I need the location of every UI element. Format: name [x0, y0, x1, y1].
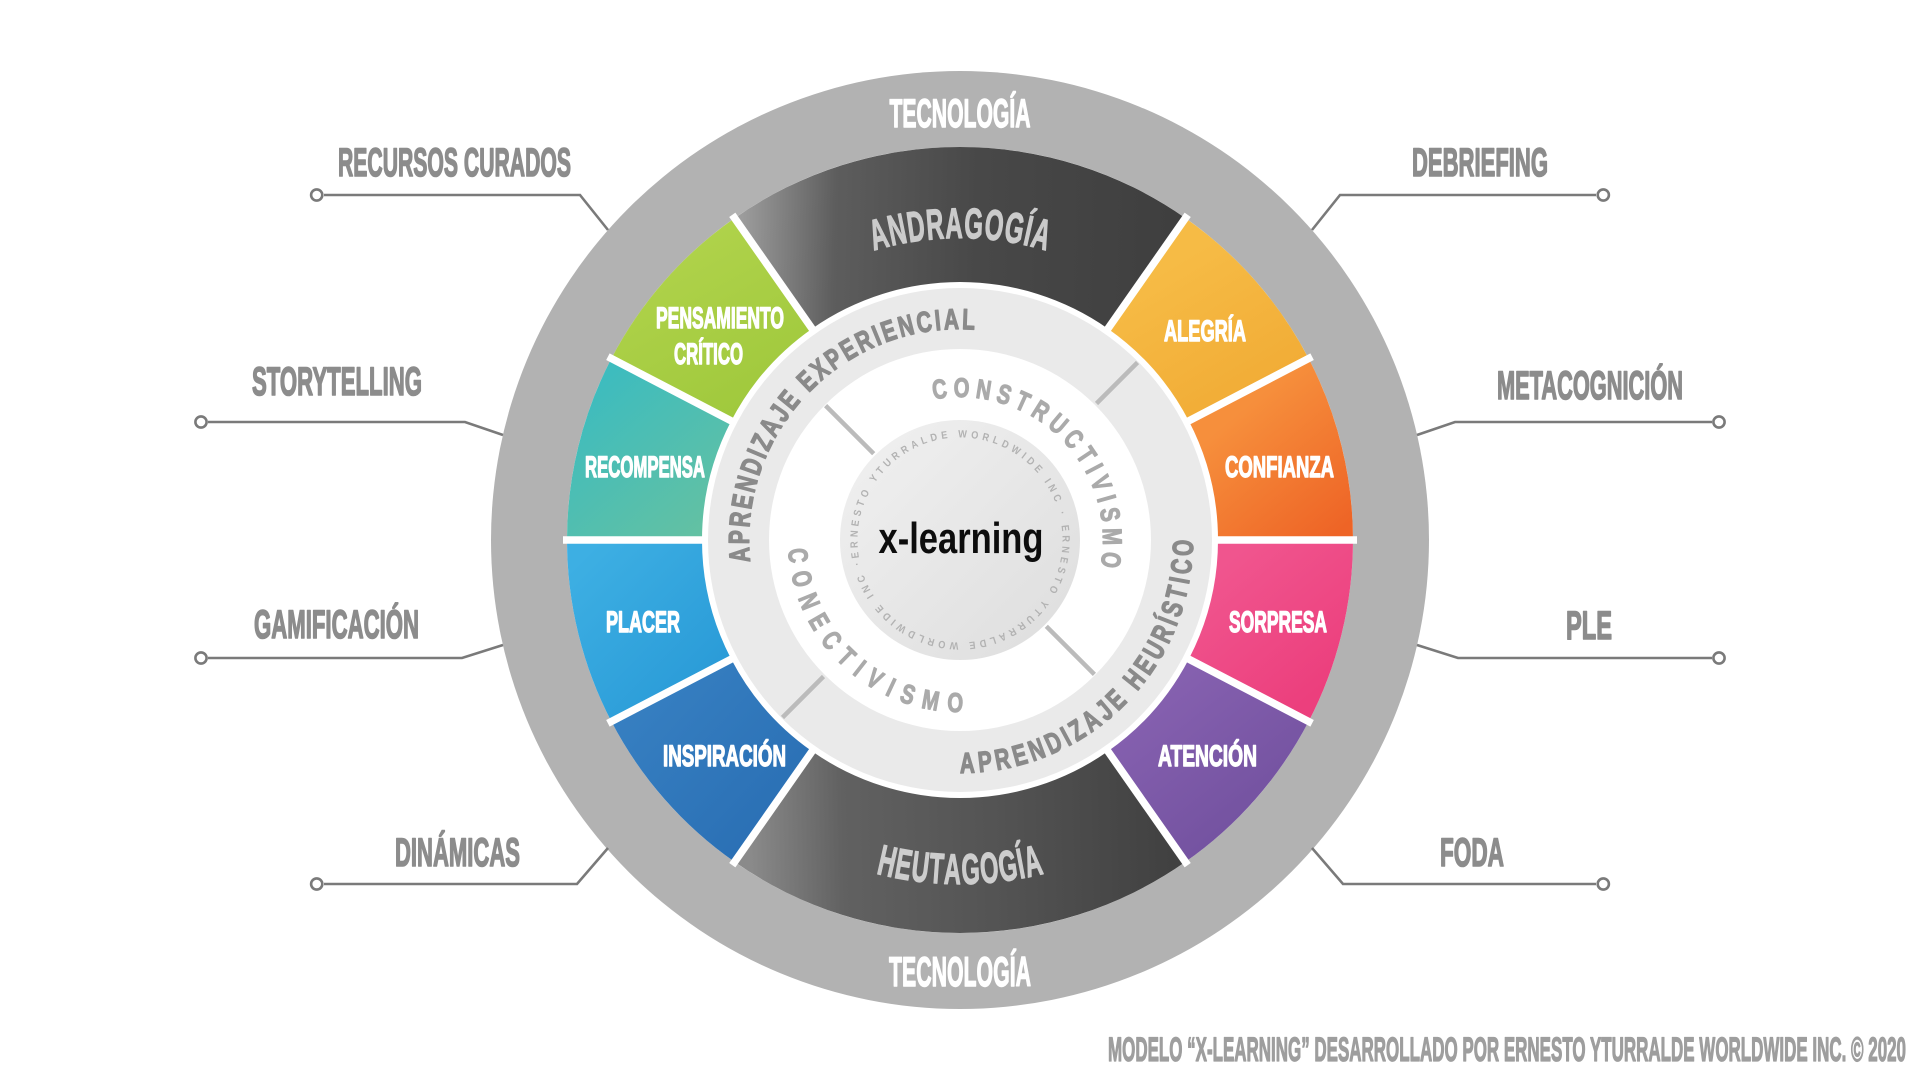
svg-text:O: O [785, 568, 818, 591]
svg-text:R: R [1059, 535, 1071, 542]
svg-text:DINÁMICAS: DINÁMICAS [395, 830, 520, 875]
svg-text:L: L [917, 631, 927, 644]
svg-text:S: S [1093, 505, 1125, 523]
svg-text:N: N [1059, 546, 1071, 554]
svg-text:C: C [781, 547, 813, 564]
svg-text:CRÍTICO: CRÍTICO [674, 337, 743, 371]
svg-text:O: O [954, 373, 970, 404]
svg-text:D: D [1000, 438, 1011, 451]
svg-text:T: T [855, 499, 868, 508]
svg-text:D: D [906, 627, 917, 640]
svg-text:R: R [924, 200, 945, 249]
svg-text:G: G [961, 846, 981, 894]
svg-text:E: E [1058, 524, 1070, 532]
svg-text:RECOMPENSA: RECOMPENSA [585, 451, 705, 484]
svg-text:INSPIRACIÓN: INSPIRACIÓN [663, 739, 786, 773]
svg-text:P: P [724, 530, 756, 544]
svg-text:PENSAMIENTO: PENSAMIENTO [656, 302, 784, 335]
svg-text:ATENCIÓN: ATENCIÓN [1158, 739, 1257, 773]
svg-text:N: N [860, 583, 873, 594]
svg-text:A: A [724, 546, 757, 563]
svg-text:A: A [997, 630, 1008, 643]
svg-text:TECNOLOGÍA: TECNOLOGÍA [890, 91, 1031, 136]
svg-text:·: · [1056, 510, 1068, 516]
svg-text:I: I [933, 305, 942, 338]
svg-text:A: A [943, 847, 961, 894]
svg-text:R: R [926, 635, 936, 648]
svg-text:R: R [724, 510, 757, 528]
svg-text:T: T [927, 846, 945, 894]
svg-text:P: P [976, 746, 993, 779]
svg-text:·: · [852, 561, 864, 567]
svg-text:R: R [981, 432, 990, 445]
svg-text:CONFIANZA: CONFIANZA [1225, 451, 1334, 484]
svg-text:FODA: FODA [1440, 831, 1504, 875]
svg-text:O: O [947, 688, 964, 719]
svg-text:PLACER: PLACER [606, 606, 680, 639]
svg-text:A: A [945, 200, 963, 248]
svg-text:N: N [1045, 483, 1058, 495]
svg-text:C: C [1050, 493, 1063, 504]
svg-text:N: N [974, 374, 993, 406]
svg-text:A: A [909, 438, 920, 451]
svg-text:TECNOLOGÍA: TECNOLOGÍA [889, 948, 1031, 995]
svg-text:DEBRIEFING: DEBRIEFING [1412, 141, 1548, 185]
svg-text:E: E [1057, 556, 1070, 565]
svg-text:METACOGNICIÓN: METACOGNICIÓN [1497, 362, 1683, 408]
svg-text:D: D [929, 432, 938, 445]
svg-text:A: A [943, 304, 959, 337]
svg-text:M: M [920, 684, 942, 717]
svg-text:E: E [968, 638, 976, 650]
svg-text:A: A [959, 747, 975, 780]
svg-text:T: T [1051, 575, 1064, 585]
svg-text:SORPRESA: SORPRESA [1229, 606, 1327, 639]
svg-text:I: I [889, 616, 899, 627]
svg-text:R: R [992, 743, 1013, 777]
svg-text:E: E [940, 430, 948, 443]
svg-text:T: T [874, 465, 887, 477]
svg-text:RECURSOS CURADOS: RECURSOS CURADOS [338, 141, 571, 185]
svg-text:L: L [919, 435, 928, 448]
svg-text:GAMIFICACIÓN: GAMIFICACIÓN [254, 601, 419, 647]
svg-text:STORYTELLING: STORYTELLING [252, 360, 422, 404]
svg-text:L: L [962, 304, 976, 337]
svg-text:L: L [988, 633, 997, 646]
svg-text:O: O [1167, 539, 1200, 556]
svg-text:E: E [726, 492, 760, 511]
svg-text:M: M [1096, 528, 1127, 546]
svg-text:R: R [899, 444, 911, 457]
svg-text:S: S [1054, 565, 1067, 575]
svg-text:I: I [1019, 451, 1028, 462]
svg-text:W: W [958, 429, 968, 441]
svg-text:O: O [859, 488, 873, 500]
svg-text:C: C [930, 374, 949, 406]
svg-text:O: O [978, 845, 1001, 894]
svg-text:O: O [970, 430, 979, 443]
svg-text:C: C [914, 306, 934, 340]
svg-text:x-learning: x-learning [879, 514, 1044, 563]
svg-text:I: I [865, 592, 876, 601]
svg-text:C: C [856, 573, 869, 584]
svg-text:O: O [1094, 550, 1126, 570]
svg-text:W: W [949, 639, 959, 651]
svg-text:O: O [937, 637, 946, 650]
svg-text:D: D [978, 636, 987, 649]
svg-text:G: G [963, 200, 984, 249]
svg-text:E: E [850, 551, 863, 559]
svg-text:R: R [1006, 625, 1018, 638]
svg-text:R: R [849, 541, 861, 548]
svg-text:MODELO “X-LEARNING” DESARROLLA: MODELO “X-LEARNING” DESARROLLADO POR ERN… [1108, 1031, 1906, 1069]
svg-text:I: I [1042, 477, 1053, 486]
svg-text:C: C [1165, 557, 1199, 576]
svg-text:N: N [849, 530, 861, 537]
svg-text:ALEGRÍA: ALEGRÍA [1164, 314, 1246, 348]
svg-text:PLE: PLE [1566, 604, 1612, 648]
svg-text:L: L [991, 435, 1000, 448]
svg-text:E: E [850, 519, 863, 527]
svg-text:S: S [852, 508, 865, 517]
svg-text:U: U [909, 844, 932, 893]
